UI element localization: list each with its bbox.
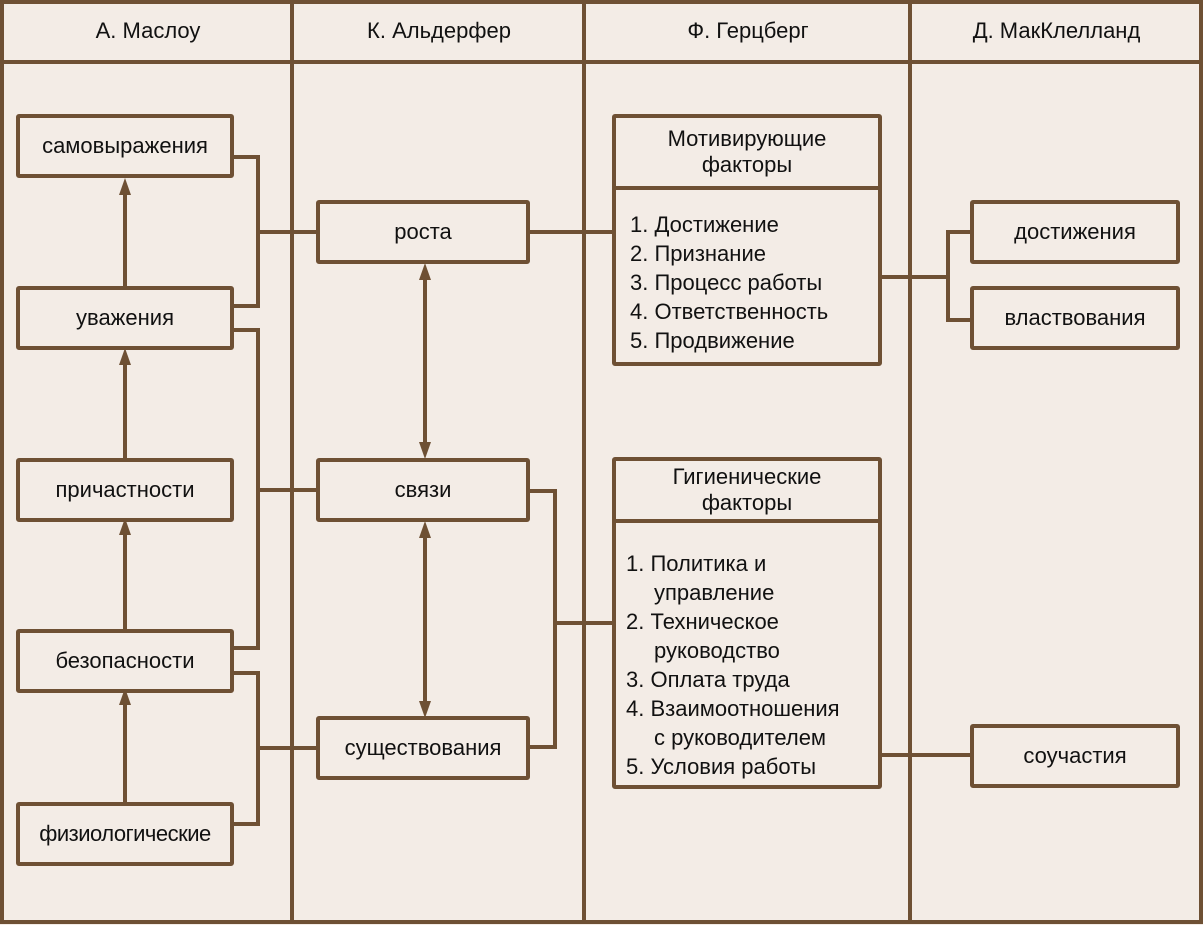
mcclelland-affiliation: соучастия <box>970 724 1180 788</box>
maslow-self-actualization: самовыражения <box>16 114 234 178</box>
hygiene-factor-item: 3. Оплата труда <box>626 667 790 692</box>
motivating-factor-item: 2. Признание <box>630 241 766 266</box>
motivating-factor-item: 4. Ответственность <box>630 299 829 324</box>
column-header-alderfer: К. Альдерфер <box>367 18 511 43</box>
column-header-mcclelland: Д. МакКлелланд <box>972 18 1141 43</box>
connector-bez-fiz-sushch <box>232 671 260 826</box>
mcclelland-achievement: достижения <box>970 200 1180 264</box>
maslow-physiological: физиологические <box>16 802 234 866</box>
motivating-factors-list: 1. Достижение 2. Признание 3. Процесс ра… <box>616 190 878 355</box>
arrowhead-svyazi-down <box>419 442 431 459</box>
maslow-safety: безопасности <box>16 629 234 693</box>
alderfer-growth: роста <box>316 200 530 264</box>
alderfer-relatedness: связи <box>316 458 530 522</box>
herzberg-motivating-factors: Мотивирующие факторы 1. Достижение 2. Пр… <box>612 114 882 366</box>
arrowhead-rost-up <box>419 263 431 280</box>
connector-svyazi-sushch-hygiene <box>528 489 557 749</box>
arrowhead-bez <box>119 688 131 705</box>
arrowhead-prich <box>119 518 131 535</box>
column-header-herzberg: Ф. Герцберг <box>687 18 809 43</box>
hygiene-factor-item: 5. Условия работы <box>626 754 817 779</box>
connector-dost-vlast <box>946 230 972 322</box>
alderfer-existence: существования <box>316 716 530 780</box>
arrowhead-svyazi-up <box>419 521 431 538</box>
hygiene-factors-title: Гигиенические факторы <box>616 461 878 523</box>
motivating-factor-item: 1. Достижение <box>630 212 779 237</box>
motivating-factor-item: 5. Продвижение <box>630 328 795 353</box>
connector-samovyr-uvazh-rost <box>232 155 260 308</box>
arrowhead-sushch-down <box>419 701 431 718</box>
maslow-esteem: уважения <box>16 286 234 350</box>
connector-uvazh-bez-svyazi <box>232 328 260 650</box>
motivating-factors-title: Мотивирующие факторы <box>616 118 878 190</box>
motivating-factor-item: 3. Процесс работы <box>630 270 823 295</box>
arrowhead-uvazh <box>119 348 131 365</box>
column-header-maslow: А. Маслоу <box>95 18 201 43</box>
arrowhead-samovyr <box>119 178 131 195</box>
mcclelland-power: властвования <box>970 286 1180 350</box>
maslow-belonging: причастности <box>16 458 234 522</box>
